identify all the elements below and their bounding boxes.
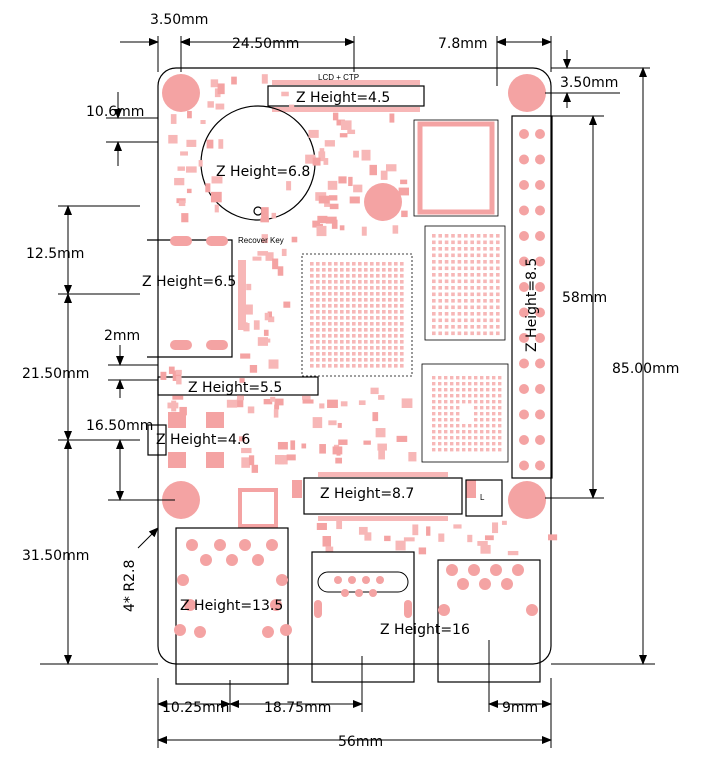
usb-stack-inner	[317, 571, 409, 593]
battery-holder	[200, 105, 316, 221]
soc-ball-grid	[310, 262, 404, 368]
mounting-hole-center	[364, 183, 402, 221]
dim-top-right	[496, 36, 552, 86]
label-right-85: 85.00mm	[612, 361, 679, 377]
fpc-connector	[303, 477, 463, 515]
label-bottom-18-75: 18.75mm	[264, 700, 331, 716]
pin-header	[511, 115, 553, 479]
rj45-connector	[175, 527, 289, 685]
silk-recover-key: Recover Key	[238, 236, 284, 245]
left-connector-outline	[147, 239, 233, 358]
passive-components	[160, 74, 558, 556]
height-left-connector: Z Height=6.5	[142, 274, 236, 290]
inductor-label: L	[480, 493, 485, 502]
mounting-hole-bottom-left	[162, 481, 200, 519]
height-lcd: Z Height=4.5	[296, 90, 390, 106]
label-left-21-5: 21.50mm	[22, 366, 89, 382]
label-left-upper: 10.6mm	[86, 104, 144, 120]
height-header: Z Height=8.5	[524, 258, 540, 352]
dim-left-chain	[40, 205, 158, 665]
radius-leader	[137, 527, 159, 549]
dim-left-upper	[106, 92, 158, 166]
dim-right-85	[551, 67, 655, 665]
mounting-hole-bottom-right	[508, 481, 546, 519]
dim-left-2mm	[108, 345, 158, 398]
dim-top-width	[180, 36, 355, 72]
label-right-top-offset: 3.50mm	[560, 75, 618, 91]
ram-ball-grid	[432, 234, 500, 336]
label-bottom-10-25: 10.25mm	[162, 700, 229, 716]
label-bottom-9: 9mm	[502, 700, 538, 716]
label-corner-radius: 4* R2.8	[122, 560, 138, 612]
rj45-pads	[174, 539, 292, 638]
emmc-ball-grid	[432, 376, 502, 452]
left-connector-pads	[170, 236, 246, 350]
label-right-58: 58mm	[562, 290, 607, 306]
mounting-hole-top-right	[508, 74, 546, 112]
height-usb-stack: Z Height=16	[380, 622, 470, 638]
usb-left-pads	[168, 412, 224, 468]
dim-bottom-chain	[157, 640, 552, 748]
dim-right-58	[545, 115, 604, 499]
emmc-package	[421, 363, 509, 463]
usb-left-connector	[147, 424, 167, 456]
label-left-2: 2mm	[104, 328, 140, 344]
mounting-hole-top-left	[162, 74, 200, 112]
label-top-right: 7.8mm	[438, 36, 488, 52]
lcd-connector	[267, 85, 425, 107]
battery-screw	[253, 206, 263, 216]
dim-top-left-offset	[120, 36, 218, 72]
fpc-connector-pads	[292, 472, 476, 521]
mid-connector	[157, 376, 319, 396]
wifi-module	[413, 119, 499, 217]
dim-right-top-offset	[545, 50, 650, 108]
usb-stack-connector	[311, 551, 415, 683]
silk-lcd-ctp: LCD + CTP	[318, 73, 359, 82]
wifi-module-pads	[417, 121, 495, 215]
label-left-31-5: 31.50mm	[22, 548, 89, 564]
lcd-connector-pads	[272, 80, 420, 112]
inductor	[465, 479, 503, 517]
pin-header-pins	[519, 129, 545, 471]
label-left-16-5: 16.50mm	[86, 418, 153, 434]
height-battery: Z Height=6.8	[216, 164, 310, 180]
label-left-12-5: 12.5mm	[26, 246, 84, 262]
label-top-left-offset: 3.50mm	[150, 12, 208, 28]
usb-stack-pads	[314, 576, 412, 618]
height-usb-left: Z Height=4.6	[156, 432, 250, 448]
soc-package	[301, 253, 413, 377]
height-fpc: Z Height=8.7	[320, 486, 414, 502]
ram-package	[424, 225, 506, 341]
dim-left-16-5	[108, 439, 175, 501]
label-top-width: 24.50mm	[232, 36, 299, 52]
label-bottom-56: 56mm	[338, 734, 383, 750]
height-mid-connector: Z Height=5.5	[188, 380, 282, 396]
height-rj45: Z Height=13.5	[180, 598, 283, 614]
rj45-right-pads	[438, 564, 538, 616]
small-qfn	[238, 488, 278, 528]
